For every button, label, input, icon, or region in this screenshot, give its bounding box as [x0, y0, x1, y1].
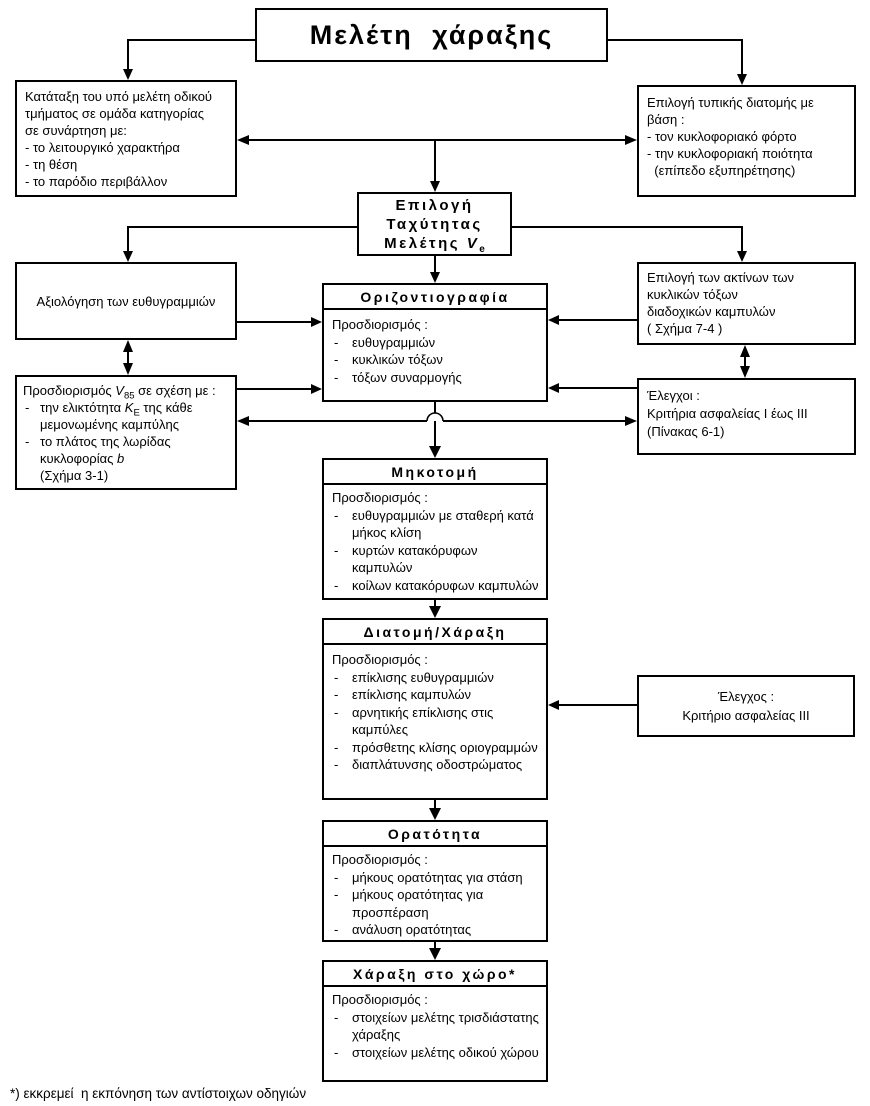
v85-intro: Προσδιορισμός V85 σε σχέση με :	[23, 383, 216, 402]
horizontal-alignment-header: Οριζοντιογραφία	[324, 285, 546, 310]
radii-selection-text: Επιλογή των ακτίνων των κυκλικών τόξων δ…	[647, 270, 795, 336]
visibility-header: Ορατότητα	[324, 822, 546, 847]
visibility-box: Ορατότητα Προσδιορισμός : -μήκους ορατότ…	[322, 820, 548, 942]
safety-check-3-text: Έλεγχος : Κριτήριο ασφαλείας ΙΙΙ	[682, 689, 810, 723]
cross-section-design-box: Διατομή/Χάραξη Προσδιορισμός : -επίκλιση…	[322, 618, 548, 800]
design-speed-line3: Μελέτης Ve	[384, 234, 485, 255]
arrow-title-to-classification	[123, 39, 255, 80]
list-item: -ευθυγραμμιών με σταθερή κατά μήκος κλίσ…	[334, 507, 534, 541]
classification-text: Κατάταξη του υπό μελέτη οδικού τμήματος …	[25, 89, 213, 189]
arrow-double-radii-safety-checks	[740, 345, 750, 378]
visibility-intro: Προσδιορισμός :	[332, 852, 428, 867]
footnote: *) εκκρεμεί η εκπόνηση των αντίστοιχων ο…	[10, 1086, 307, 1101]
radii-selection-box: Επιλογή των ακτίνων των κυκλικών τόξων δ…	[637, 262, 856, 345]
longitudinal-header: Μηκοτομή	[324, 460, 546, 485]
list-item: -διαπλάτυνσης οδοστρώματος	[334, 757, 523, 772]
list-item: -επίκλισης ευθυγραμμιών	[334, 669, 494, 685]
arrow-visibility-to-spatial	[429, 940, 441, 960]
page-title: Μελέτη χάραξης	[309, 19, 554, 50]
arrow-radii-to-horizontal	[548, 315, 637, 325]
v85-box: Προσδιορισμός V85 σε σχέση με : -την ελι…	[15, 375, 237, 490]
safety-check-3-box: Έλεγχος : Κριτήριο ασφαλείας ΙΙΙ	[637, 675, 855, 737]
v85-figure-note: (Σχήμα 3-1)	[40, 468, 109, 483]
list-item: -ανάλυση ορατότητας	[334, 922, 472, 937]
spatial-alignment-box: Χάραξη στο χώρο* Προσδιορισμός : -στοιχε…	[322, 960, 548, 1082]
cross-section-design-header: Διατομή/Χάραξη	[324, 620, 546, 645]
arrow-speed-to-alignment-eval	[123, 226, 357, 262]
horizontal-alignment-intro: Προσδιορισμός :	[332, 317, 428, 332]
typical-section-box: Επιλογή τυπικής διατομής με βάση : - τον…	[637, 85, 856, 197]
list-item: -τόξων συναρμογής	[334, 369, 462, 385]
list-item: -μήκους ορατότητας για προσπέραση	[334, 887, 484, 920]
design-speed-box: Επιλογή Ταχύτητας Μελέτης Ve	[357, 192, 512, 256]
arrow-longitudinal-to-cross-section	[429, 600, 441, 618]
list-item: -το πλάτος της λωρίδας κυκλοφορίας b(Σχή…	[23, 433, 230, 484]
arrow-alignment-eval-to-horizontal	[237, 317, 322, 327]
arrow-double-alignment-eval-v85	[123, 340, 133, 375]
cross-section-design-intro: Προσδιορισμός :	[332, 652, 428, 667]
design-speed-line1: Επιλογή	[395, 196, 474, 214]
arrow-speed-to-radii-selection	[512, 226, 747, 262]
list-item: -ευθυγραμμιών	[334, 334, 436, 350]
longitudinal-intro: Προσδιορισμός :	[332, 490, 428, 505]
arrow-classification-typical-double	[237, 135, 637, 192]
alignment-eval-box: Αξιολόγηση των ευθυγραμμιών	[15, 262, 237, 340]
arrow-speed-to-horizontal-alignment	[430, 256, 440, 283]
horizontal-alignment-box: Οριζοντιογραφία Προσδιορισμός : -ευθυγρα…	[322, 283, 548, 402]
list-item: -κυκλικών τόξων	[334, 352, 443, 367]
list-item: -στοιχείων μελέτης οδικού χώρου	[334, 1044, 539, 1060]
safety-checks-box: Έλεγχοι : Κριτήρια ασφαλείας Ι έως ΙΙΙ (…	[637, 378, 856, 455]
safety-checks-text: Έλεγχοι : Κριτήρια ασφαλείας Ι έως ΙΙΙ (…	[647, 388, 808, 439]
typical-section-text: Επιλογή τυπικής διατομής με βάση : - τον…	[647, 95, 814, 178]
arrow-safety-checks-to-horizontal	[548, 383, 637, 393]
longitudinal-box: Μηκοτομή Προσδιορισμός : -ευθυγραμμιών μ…	[322, 458, 548, 600]
list-item: -την ελικτότητα KE της κάθε μεμονωμένης …	[25, 400, 193, 432]
classification-box: Κατάταξη του υπό μελέτη οδικού τμήματος …	[15, 80, 237, 197]
title-box: Μελέτη χάραξης	[255, 8, 608, 62]
list-item: -στοιχείων μελέτης τρισδιάστατης χάραξης	[334, 1009, 539, 1043]
list-item: -μήκους ορατότητας για στάση	[334, 869, 523, 885]
arrow-horizontal-to-longitudinal-with-cross-links	[237, 402, 637, 458]
list-item: -κοίλων κατακόρυφων καμπυλών	[334, 577, 539, 593]
alignment-eval-text: Αξιολόγηση των ευθυγραμμιών	[36, 293, 216, 309]
list-item: -επίκλισης καμπυλών	[334, 687, 472, 702]
spatial-alignment-header: Χάραξη στο χώρο*	[324, 962, 546, 987]
spatial-alignment-intro: Προσδιορισμός :	[332, 992, 428, 1007]
arrow-title-to-typical-section	[608, 39, 747, 85]
list-item: -πρόσθετης κλίσης οριογραμμών	[334, 739, 538, 755]
arrow-cross-section-to-visibility	[429, 800, 441, 820]
design-speed-line2: Ταχύτητας	[386, 215, 483, 233]
arrow-v85-to-horizontal	[237, 384, 322, 394]
arrow-safety-check-3-to-cross-section	[548, 700, 637, 710]
list-item: -κυρτών κατακόρυφων καμπυλών	[334, 542, 478, 576]
list-item: -αρνητικής επίκλισης στις καμπύλες	[334, 704, 494, 738]
